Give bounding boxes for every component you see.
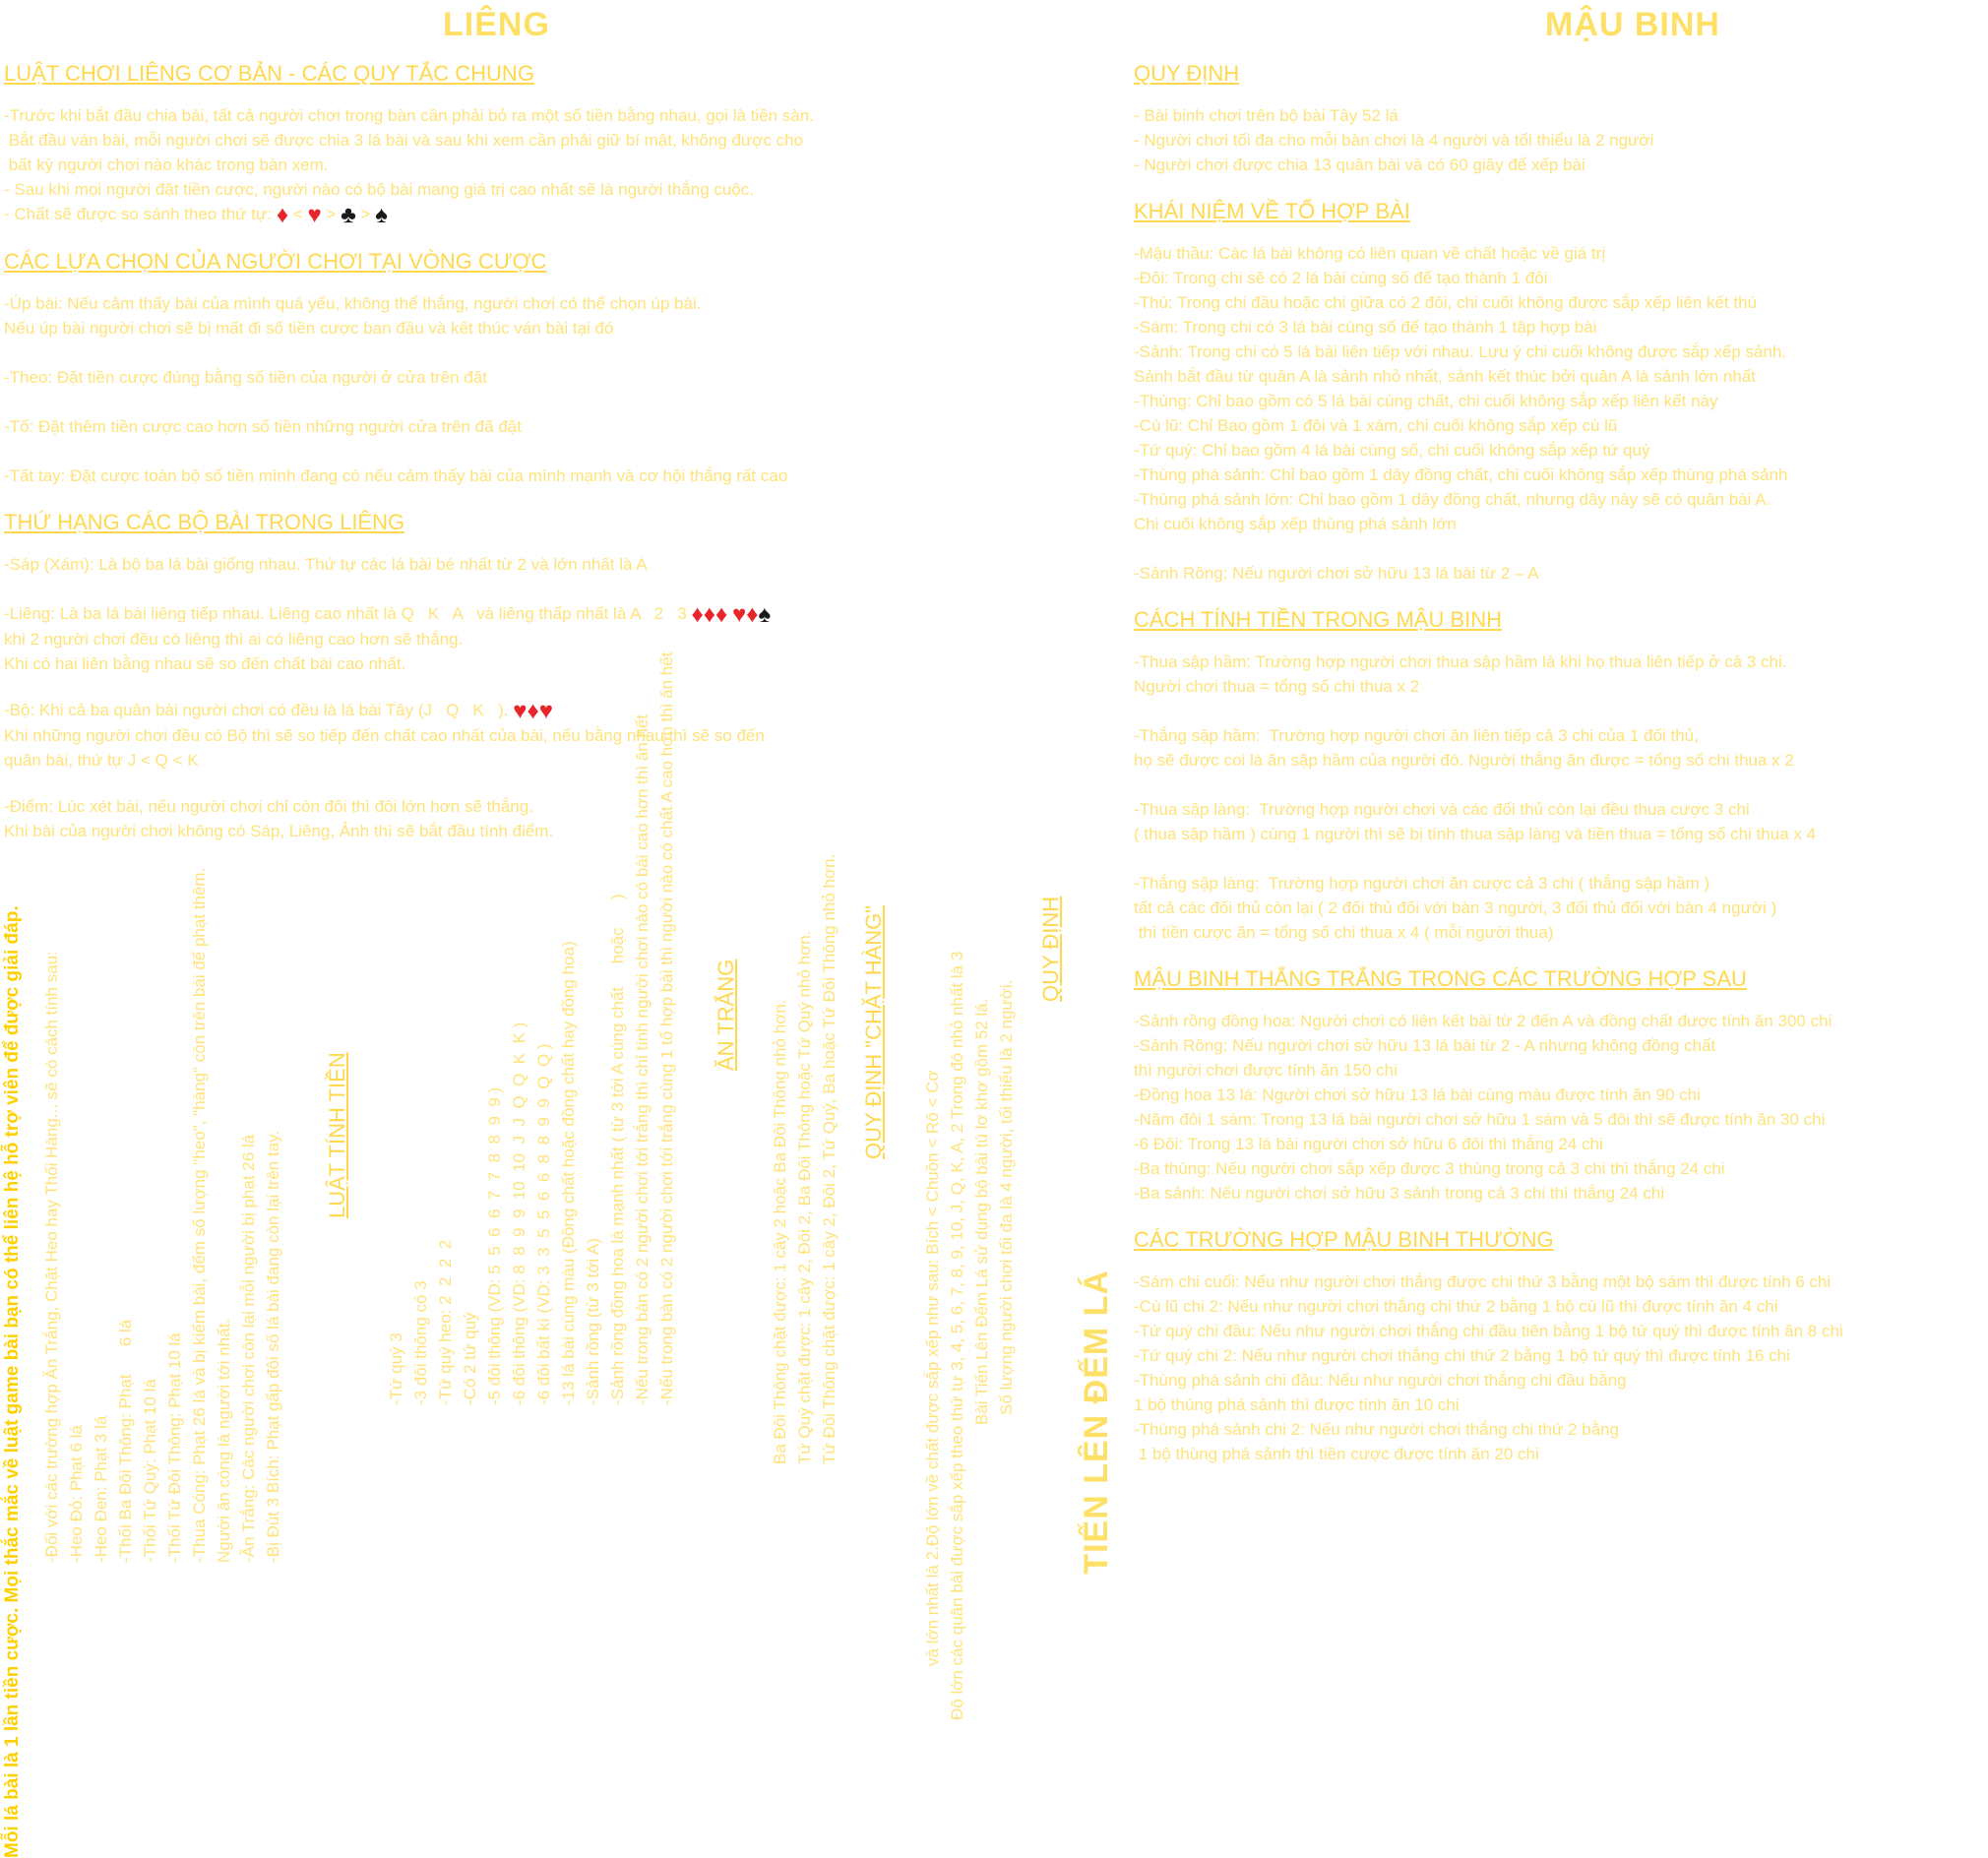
lieng-options-body: -Úp bài: Nếu cảm thấy bài của mình quá y…	[4, 294, 788, 485]
diamond-icon: ♦	[527, 698, 539, 724]
lieng-suit-order-label: - Chất sẽ được so sánh theo thứ tự:	[4, 205, 273, 223]
lieng-ranking-bo-text: -Bộ: Khi cả ba quân bài người chơi có đề…	[4, 701, 509, 719]
maubinh-normal-body: -Sám chi cuối: Nếu như người chơi thắng …	[1134, 1272, 1843, 1463]
maubinh-combos-heading: KHÁI NIỆM VỀ TỔ HỢP BÀI	[1134, 199, 1410, 223]
lieng-ranking-diem: -Điểm: Lúc xét bài, nếu người chơi chỉ c…	[4, 797, 554, 840]
maubinh-money-heading: CÁCH TÍNH TIỀN TRONG MẬU BINH	[1134, 607, 1503, 632]
heart-icon: ♥	[538, 698, 553, 724]
tienlen-antrang-heading: ĂN TRẮNG	[714, 959, 738, 1071]
lieng-suit-order: - Chất sẽ được so sánh theo thứ tự: ♦ < …	[4, 202, 388, 228]
maubinh-title: MẬU BINH	[1545, 6, 1720, 43]
lieng-ranking-lieng: -Liêng: Là ba lá bài liêng tiếp nhau. Li…	[4, 601, 1018, 627]
club-icon: ♣	[341, 202, 356, 228]
tienlen-quydinh-2: Bài Tiến Lên Đếm Lá sử dụng bộ bài tú lơ…	[972, 998, 991, 1425]
heart-icon: ♥	[307, 202, 322, 228]
tienlen-chathang-heading: QUY ĐỊNH "CHẶT HÀNG"	[861, 904, 886, 1159]
heart-icon: ♥	[731, 601, 747, 628]
diamond-icon: ♦	[703, 601, 715, 628]
tienlen-quydinh-4: và lớn nhất là 2.Độ lớn về chất được sắp…	[923, 1070, 942, 1666]
lieng-rules-body: -Trước khi bắt đầu chia bài, tất cả ngườ…	[4, 106, 814, 199]
tienlen-quydinh-1: Số lượng người chơi tối đa là 4 người, t…	[997, 979, 1016, 1415]
diamond-icon: ♦	[714, 601, 728, 628]
lieng-ranking-sap: -Sáp (Xám): Là bộ ba lá bài giống nhau. …	[4, 555, 648, 574]
maubinh-instantwin-heading: MẬU BINH THẮNG TRẮNG TRONG CÁC TRƯỜNG HỢ…	[1134, 966, 1747, 991]
maubinh-rules-heading: QUY ĐỊNH	[1134, 61, 1240, 86]
lieng-section: LUẬT CHƠI LIÊNG CƠ BẢN - CÁC QUY TẮC CHU…	[4, 61, 1018, 865]
tienlen-tinhtien-heading: LUẬT TÍNH TIỀN	[325, 1052, 349, 1218]
lieng-ranking-bo2: Khi những người chơi đều có Bộ thì sẽ so…	[4, 726, 765, 770]
tienlen-footer: Mỗi lá bài là 1 lần tiền cược. Mọi thắc …	[2, 905, 23, 1858]
tienlen-quydinh-3: Độ lớn các quân bài được sắp xếp theo th…	[948, 951, 966, 1720]
maubinh-normal-heading: CÁC TRƯỜNG HỢP MẬU BINH THƯỜNG	[1134, 1227, 1554, 1252]
lieng-ranking-lieng2: khi 2 người chơi đều có liêng thì ai có …	[4, 630, 464, 673]
tienlen-tinhtien-body: -Đối với các trường hợp Ăn Trắng, Chặt H…	[42, 867, 282, 1563]
diamond-icon: ♦	[691, 601, 704, 628]
tienlen-antrang-body: -Tứ quý 3 -3 đôi thông có 3 -Tứ quý heo:…	[387, 651, 676, 1405]
lieng-title: LIÊNG	[443, 6, 550, 43]
diamond-icon: ♦	[746, 601, 759, 628]
spade-icon: ♠	[375, 202, 388, 228]
tienlen-section: Mỗi lá bài là 1 lần tiền cược. Mọi thắc …	[0, 652, 1092, 1858]
lieng-ranking-lieng-text: -Liêng: Là ba lá bài liêng tiếp nhau. Li…	[4, 604, 687, 623]
diamond-icon: ♦	[276, 202, 289, 228]
maubinh-money-body: -Thua sập hầm: Trường hợp người chơi thu…	[1134, 652, 1817, 942]
maubinh-rules-body: - Bài binh chơi trên bộ bài Tây 52 lá - …	[1134, 106, 1654, 174]
tienlen-quydinh-heading: QUY ĐỊNH	[1038, 896, 1063, 1002]
lieng-rules-heading: LUẬT CHƠI LIÊNG CƠ BẢN - CÁC QUY TẮC CHU…	[4, 61, 534, 86]
maubinh-instantwin-body: -Sảnh rồng đồng hoa: Người chơi có liên …	[1134, 1012, 1833, 1203]
tienlen-chathang-body: Ba Đôi Thông chặt được: 1 cây 2 hoặc Ba …	[771, 853, 839, 1464]
spade-icon: ♠	[758, 601, 772, 628]
maubinh-section: QUY ĐỊNH - Bài binh chơi trên bộ bài Tây…	[1134, 61, 1980, 1488]
lieng-ranking-heading: THỨ HẠNG CÁC BỘ BÀI TRONG LIÊNG	[4, 510, 405, 534]
lieng-options-heading: CÁC LỰA CHỌN CỦA NGƯỜI CHƠI TẠI VÒNG CƯỢ…	[4, 249, 547, 274]
lieng-ranking-bo: -Bộ: Khi cả ba quân bài người chơi có đề…	[4, 698, 1018, 723]
heart-icon: ♥	[513, 698, 528, 724]
maubinh-combos-body: -Mậu thầu: Các lá bài không có liên quan…	[1134, 244, 1788, 583]
